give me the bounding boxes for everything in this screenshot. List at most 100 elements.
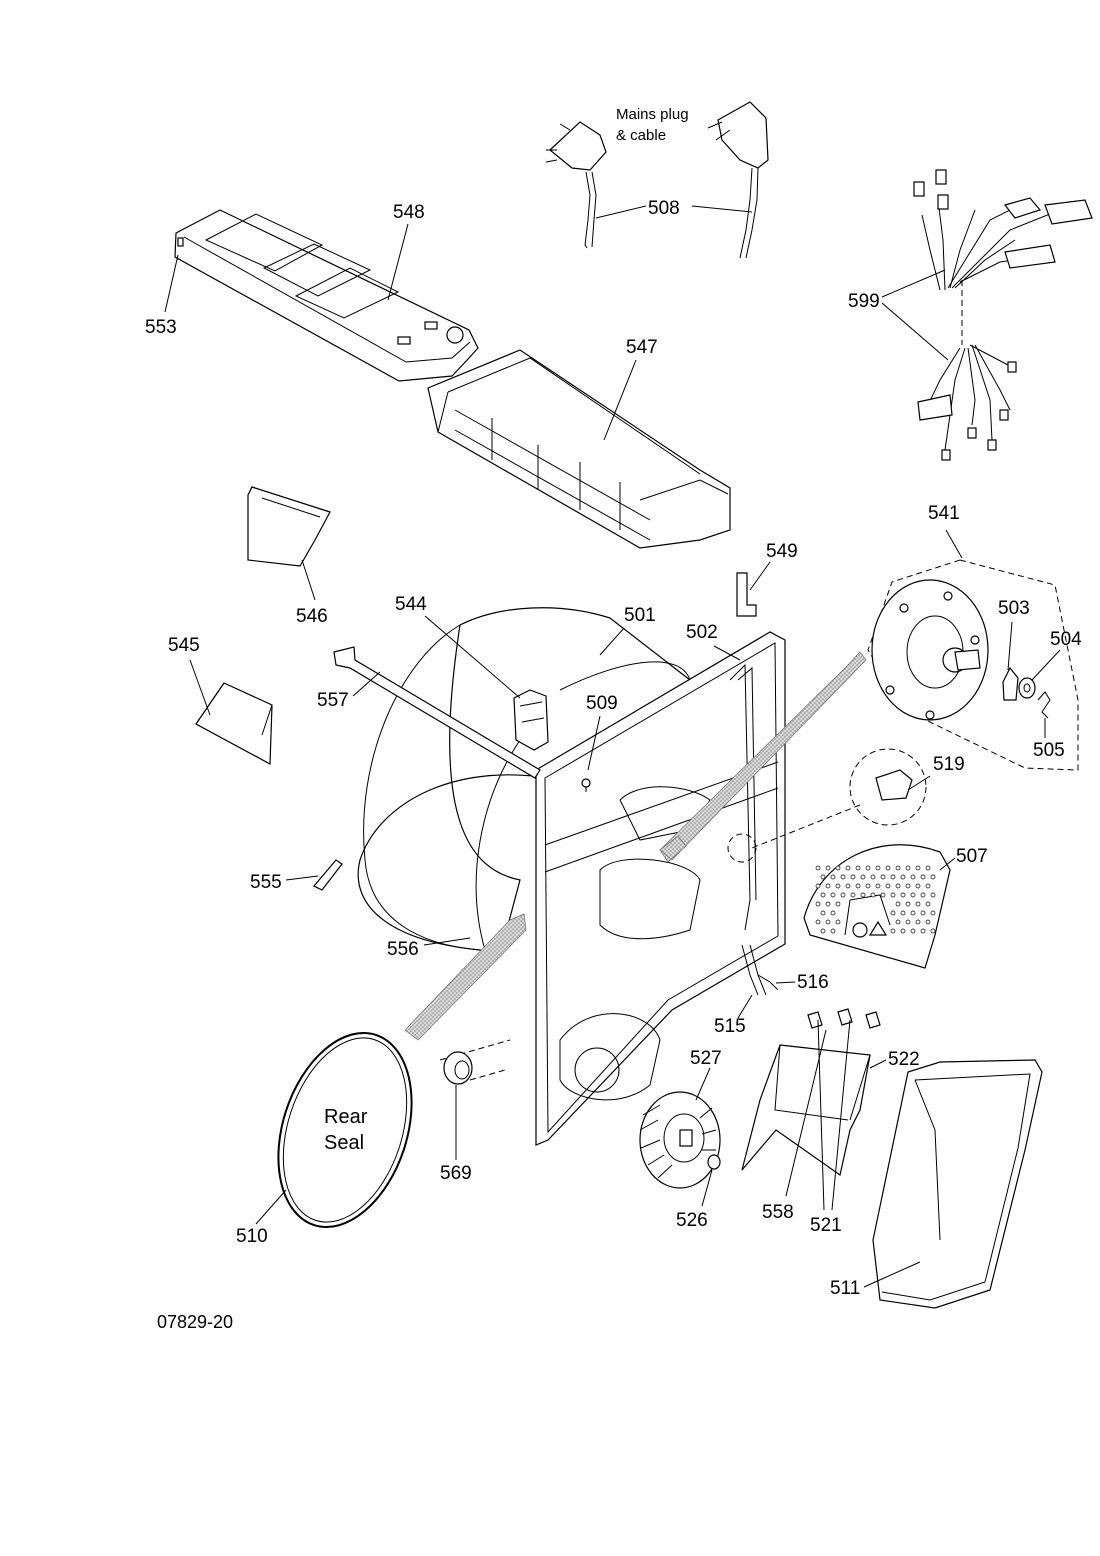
- part-label-546: 546: [296, 606, 328, 627]
- part-label-557: 557: [317, 690, 349, 711]
- grille-hole: [885, 865, 891, 871]
- grille-hole: [820, 910, 826, 916]
- fan-impeller-527-part: [639, 1091, 721, 1189]
- drum-part: [357, 607, 701, 956]
- grille-hole: [915, 919, 921, 925]
- mains-plug-cable-part: [545, 101, 769, 259]
- part-label-507: 507: [956, 846, 988, 867]
- grille-hole: [895, 883, 901, 889]
- grille-hole: [930, 892, 936, 898]
- grille-hole: [875, 865, 881, 871]
- part-label-553: 553: [145, 317, 177, 338]
- grille-hole: [880, 892, 886, 898]
- part-label-526: 526: [676, 1210, 708, 1231]
- grille-hole: [815, 901, 821, 907]
- rear-bulkhead-part: [535, 631, 786, 1146]
- grille-hole: [865, 883, 871, 889]
- drain-hose-part: [741, 944, 779, 996]
- air-duct-cover-511-part: [872, 1059, 1043, 1309]
- grille-hole: [900, 910, 906, 916]
- grille-hole: [845, 865, 851, 871]
- rear-cover-546-part: [247, 486, 331, 567]
- door-switch-544-part: [513, 689, 549, 751]
- part-label-569: 569: [440, 1163, 472, 1184]
- grille-hole: [930, 874, 936, 880]
- grille-hole: [925, 865, 931, 871]
- part-label-509: 509: [586, 693, 618, 714]
- grille-hole: [910, 910, 916, 916]
- grille-hole: [840, 874, 846, 880]
- grille-hole: [900, 892, 906, 898]
- wiring-harness-part: [913, 169, 1093, 461]
- part-label-502: 502: [686, 622, 718, 643]
- grille-hole: [875, 883, 881, 889]
- grille-hole: [820, 874, 826, 880]
- rear-seal-note-line1: Rear: [324, 1106, 368, 1128]
- bearing-flange-541-part: [867, 559, 1079, 771]
- elbow-pipe-549-part: [736, 572, 757, 617]
- grille-hole: [905, 901, 911, 907]
- control-panel-part: [174, 209, 479, 382]
- part-label-556: 556: [387, 939, 419, 960]
- grille-hole: [930, 928, 936, 934]
- drawing-number: 07829-20: [157, 1312, 233, 1332]
- grille-hole: [860, 892, 866, 898]
- control-housing-part: [427, 349, 731, 549]
- part-label-521: 521: [810, 1215, 842, 1236]
- grille-hole: [910, 928, 916, 934]
- grille-hole: [850, 874, 856, 880]
- grille-hole: [865, 865, 871, 871]
- nut-526-part: [707, 1154, 721, 1170]
- grille-hole: [915, 901, 921, 907]
- grille-hole: [835, 901, 841, 907]
- grille-hole: [870, 874, 876, 880]
- grille-hole: [830, 874, 836, 880]
- grille-hole: [910, 892, 916, 898]
- strap-bracket-557-part: [333, 646, 541, 779]
- grille-hole: [820, 892, 826, 898]
- part-label-548: 548: [393, 202, 425, 223]
- part-label-547: 547: [626, 337, 658, 358]
- part-label-508: 508: [648, 198, 680, 219]
- grille-hole: [920, 928, 926, 934]
- grille-hole: [825, 919, 831, 925]
- grille-hole: [815, 865, 821, 871]
- grille-hole: [925, 883, 931, 889]
- filter-grille-507-part: [803, 844, 951, 969]
- grille-hole: [825, 883, 831, 889]
- grille-hole: [905, 919, 911, 925]
- part-label-544: 544: [395, 594, 427, 615]
- part-label-504: 504: [1050, 629, 1082, 650]
- grille-hole: [870, 892, 876, 898]
- grille-hole: [920, 910, 926, 916]
- mains-plug-note-line2: & cable: [616, 127, 666, 144]
- grille-hole: [825, 865, 831, 871]
- grille-hole: [860, 874, 866, 880]
- grille-hole: [915, 883, 921, 889]
- part-label-510: 510: [236, 1226, 268, 1247]
- assembly-arrow-seal: [404, 913, 527, 1041]
- grille-hole: [890, 910, 896, 916]
- part-label-558: 558: [762, 1202, 794, 1223]
- part-label-527: 527: [690, 1048, 722, 1069]
- part-label-599: 599: [848, 291, 880, 312]
- grille-hole: [830, 928, 836, 934]
- grille-hole: [905, 865, 911, 871]
- part-label-501: 501: [624, 605, 656, 626]
- grille-hole: [925, 919, 931, 925]
- grille-hole: [880, 874, 886, 880]
- grille-hole: [890, 874, 896, 880]
- part-label-522: 522: [888, 1049, 920, 1070]
- part-label-549: 549: [766, 541, 798, 562]
- grille-hole: [850, 892, 856, 898]
- grille-hole: [825, 901, 831, 907]
- grille-hole: [920, 874, 926, 880]
- part-label-503: 503: [998, 598, 1030, 619]
- rating-label-555-part: [313, 859, 343, 891]
- grille-hole: [820, 928, 826, 934]
- grille-hole: [905, 883, 911, 889]
- part-label-545: 545: [168, 635, 200, 656]
- grille-hole: [910, 874, 916, 880]
- grille-hole: [885, 883, 891, 889]
- grille-hole: [835, 865, 841, 871]
